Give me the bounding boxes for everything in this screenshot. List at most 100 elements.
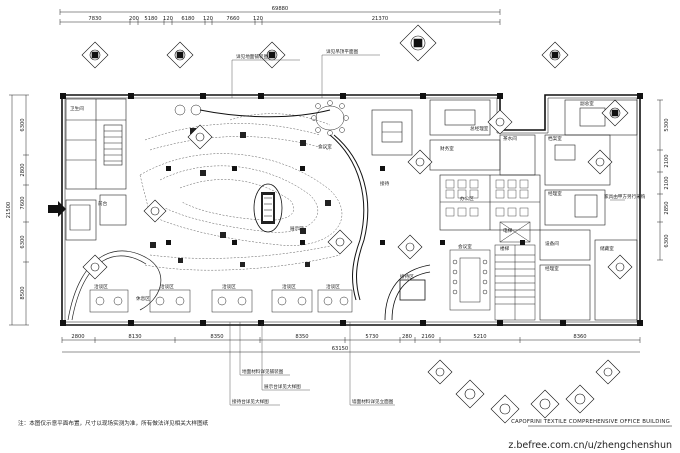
elevation-symbol-icon: [397, 234, 423, 260]
room-label: 茶水间: [503, 135, 517, 142]
bottom-total-dimension: 63150: [332, 346, 349, 352]
callout-text: 接待台详见大样图: [232, 398, 269, 405]
top-dimension: 5180: [144, 16, 157, 22]
room-label: 休息区: [136, 295, 150, 302]
callout-text: 详见吊顶平面图: [326, 48, 359, 55]
top-dimension: 21370: [372, 16, 389, 22]
callout-texts: 详见地面铺装图 详见吊顶平面图 展示台详见大样图 地面材料详见铺装图 接待台详见…: [232, 48, 646, 405]
bottom-dimension-chain: [61, 337, 641, 353]
room-label: 办公区: [460, 195, 474, 202]
conference-round-table: [311, 100, 349, 136]
bottom-dimension: 8130: [128, 334, 141, 340]
top-dimension: 200: [129, 16, 139, 22]
elevation-symbol-icon: [143, 199, 167, 223]
bottom-dimension-texts: 2800 8130 8350 8350 5730 280 2160 5210 8…: [71, 334, 586, 352]
bottom-dimension: 2160: [421, 334, 434, 340]
room-label: 档案室: [548, 135, 562, 142]
top-dimension: 6180: [181, 16, 194, 22]
exterior-walls: [61, 94, 641, 326]
top-dimension-texts: 69880 7830 200 5180 120 6180 120 7660 12…: [88, 6, 388, 22]
room-label: 经理室: [548, 190, 562, 197]
curved-feature-wall: [199, 109, 369, 301]
watermark-text: z.befree.com.cn/u/zhengchenshun: [508, 440, 672, 451]
top-total-dimension: 69880: [272, 6, 289, 12]
top-dimension-chain: [59, 9, 501, 25]
top-dimension: 120: [163, 16, 173, 22]
callout-text: 详见地面铺装图: [236, 53, 269, 60]
entrance-arrow-icon: [48, 201, 66, 217]
office-rooms: [429, 99, 638, 321]
elevation-symbol-icon: [587, 149, 613, 175]
meeting-room-top: [371, 99, 491, 156]
right-dimension: 2100: [664, 176, 670, 189]
room-label: 储藏室: [600, 245, 614, 252]
bottom-dimension: 8350: [295, 334, 308, 340]
left-dimension: 7600: [20, 196, 26, 209]
room-label: 洽谈区: [94, 283, 108, 290]
display-plinths: [150, 128, 331, 267]
left-dimension: 8500: [20, 286, 26, 299]
room-label: 副总室: [580, 100, 594, 107]
callout-text: 墙面材料详见立面图: [352, 398, 394, 405]
callout-leaders: [229, 54, 625, 406]
bottom-dimension: 8360: [573, 334, 586, 340]
room-label: 洽谈区: [326, 283, 340, 290]
structural-columns: [60, 93, 643, 326]
right-dimension: 2850: [664, 201, 670, 214]
room-label: 楼梯: [500, 245, 510, 252]
left-dimension-texts: 21500 6300 2800 7600 6300 8500: [6, 118, 26, 299]
elevation-symbol-icon: [607, 254, 633, 280]
right-dimension-chain: [657, 99, 663, 261]
bottom-dimension: 5210: [473, 334, 486, 340]
room-label: 前台: [98, 200, 108, 207]
left-dimension: 6300: [20, 235, 26, 248]
left-dimension: 2800: [20, 163, 26, 176]
lounge-curve-wall: [67, 250, 162, 321]
left-dimension: 6300: [20, 118, 26, 131]
elevation-symbol-icon: [82, 254, 108, 280]
bottom-dimension: 8350: [210, 334, 223, 340]
right-dimension: 5300: [664, 118, 670, 131]
elevation-symbol-icon: [166, 41, 194, 69]
left-total-dimension: 21500: [6, 202, 12, 219]
room-label: 经理室: [545, 265, 559, 272]
elevation-symbol-icon: [455, 379, 485, 409]
elevation-symbol-icon: [595, 359, 621, 385]
bottom-dimension: 2800: [71, 334, 84, 340]
room-label: 电梯: [503, 227, 513, 234]
room-label: 总经理室: [470, 125, 489, 132]
callout-text: 地面材料详见铺装图: [242, 368, 284, 375]
room-labels: 休息区 会议室 展示区 洽谈区 洽谈区 洽谈区 洽谈区 洽谈区 前台 接待 财务…: [70, 100, 614, 302]
elevation-symbol-icon: [187, 124, 213, 150]
elevation-symbol-icon: [399, 24, 437, 62]
elevation-symbol-icon: [565, 384, 595, 414]
seating-groups: [89, 104, 353, 313]
elevation-symbol-icon: [407, 149, 433, 175]
elevation-symbol-icon: [601, 99, 629, 127]
room-label: 卫生间: [70, 105, 84, 112]
room-label: 会议室: [318, 143, 332, 150]
bottom-dimension: 5730: [365, 334, 378, 340]
office-desks: [445, 179, 529, 217]
room-label: 设备间: [545, 240, 559, 247]
left-dimension-chain: [9, 94, 29, 326]
exhibit-island: [253, 183, 283, 233]
bottom-dimension: 280: [402, 334, 412, 340]
room-label: 接待区: [400, 273, 414, 280]
top-dimension: 120: [203, 16, 213, 22]
stair-elevator-core: [494, 221, 536, 321]
room-label: 会议室: [458, 243, 472, 250]
room-label: 洽谈区: [282, 283, 296, 290]
right-dimension-texts: 5300 2100 2100 2850 6300: [664, 118, 670, 247]
reception-desk: [384, 264, 431, 321]
elevation-symbol-icon: [427, 359, 453, 385]
room-label: 财务室: [440, 145, 454, 152]
elevation-index-symbols: [81, 24, 633, 424]
elevation-symbol-icon: [258, 41, 286, 69]
elevation-symbol-icon: [541, 41, 569, 69]
elevation-symbol-icon: [81, 41, 109, 69]
room-label: 展示区: [290, 226, 304, 232]
drawing-title: CAPOFRINI TEXTILE COMPREHENSIVE OFFICE B…: [511, 419, 670, 425]
top-dimension: 7660: [226, 16, 239, 22]
